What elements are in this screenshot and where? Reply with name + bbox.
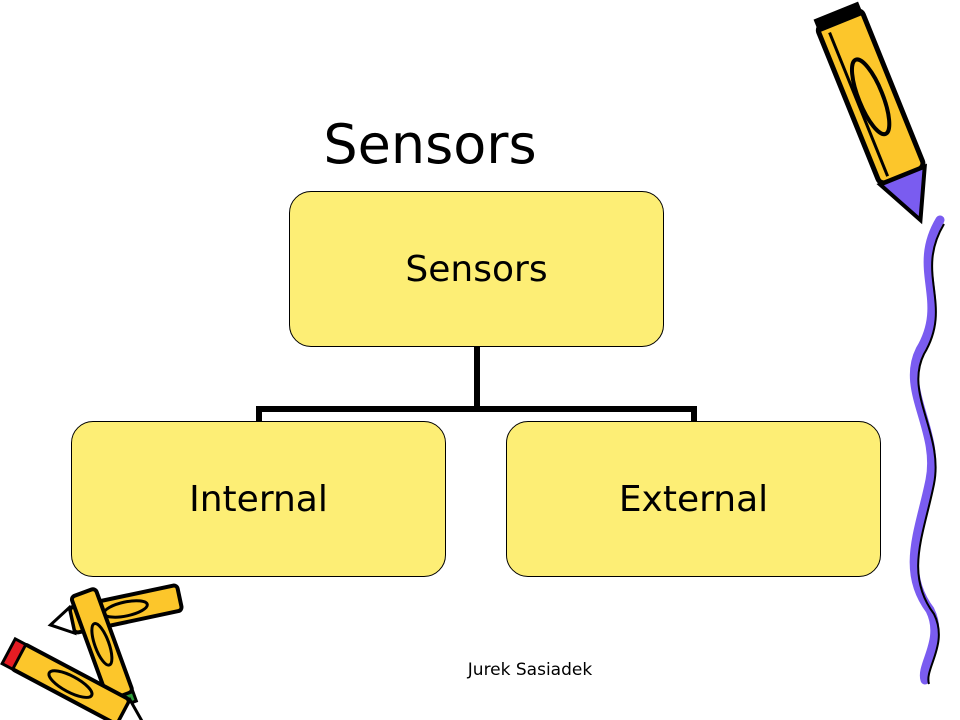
connector-right-drop — [691, 406, 697, 422]
org-node-external: External — [506, 421, 881, 577]
org-node-root: Sensors — [289, 191, 664, 347]
squiggle-line-icon — [909, 215, 945, 685]
pencils-icon — [0, 583, 184, 720]
slide-title: Sensors — [323, 113, 537, 176]
footer-author: Jurek Sasiadek — [467, 660, 593, 680]
org-node-internal: Internal — [71, 421, 446, 577]
connector-bar — [256, 406, 697, 412]
connector-stem — [474, 347, 480, 409]
connector-left-drop — [256, 406, 262, 422]
pencil-icon — [813, 1, 927, 225]
